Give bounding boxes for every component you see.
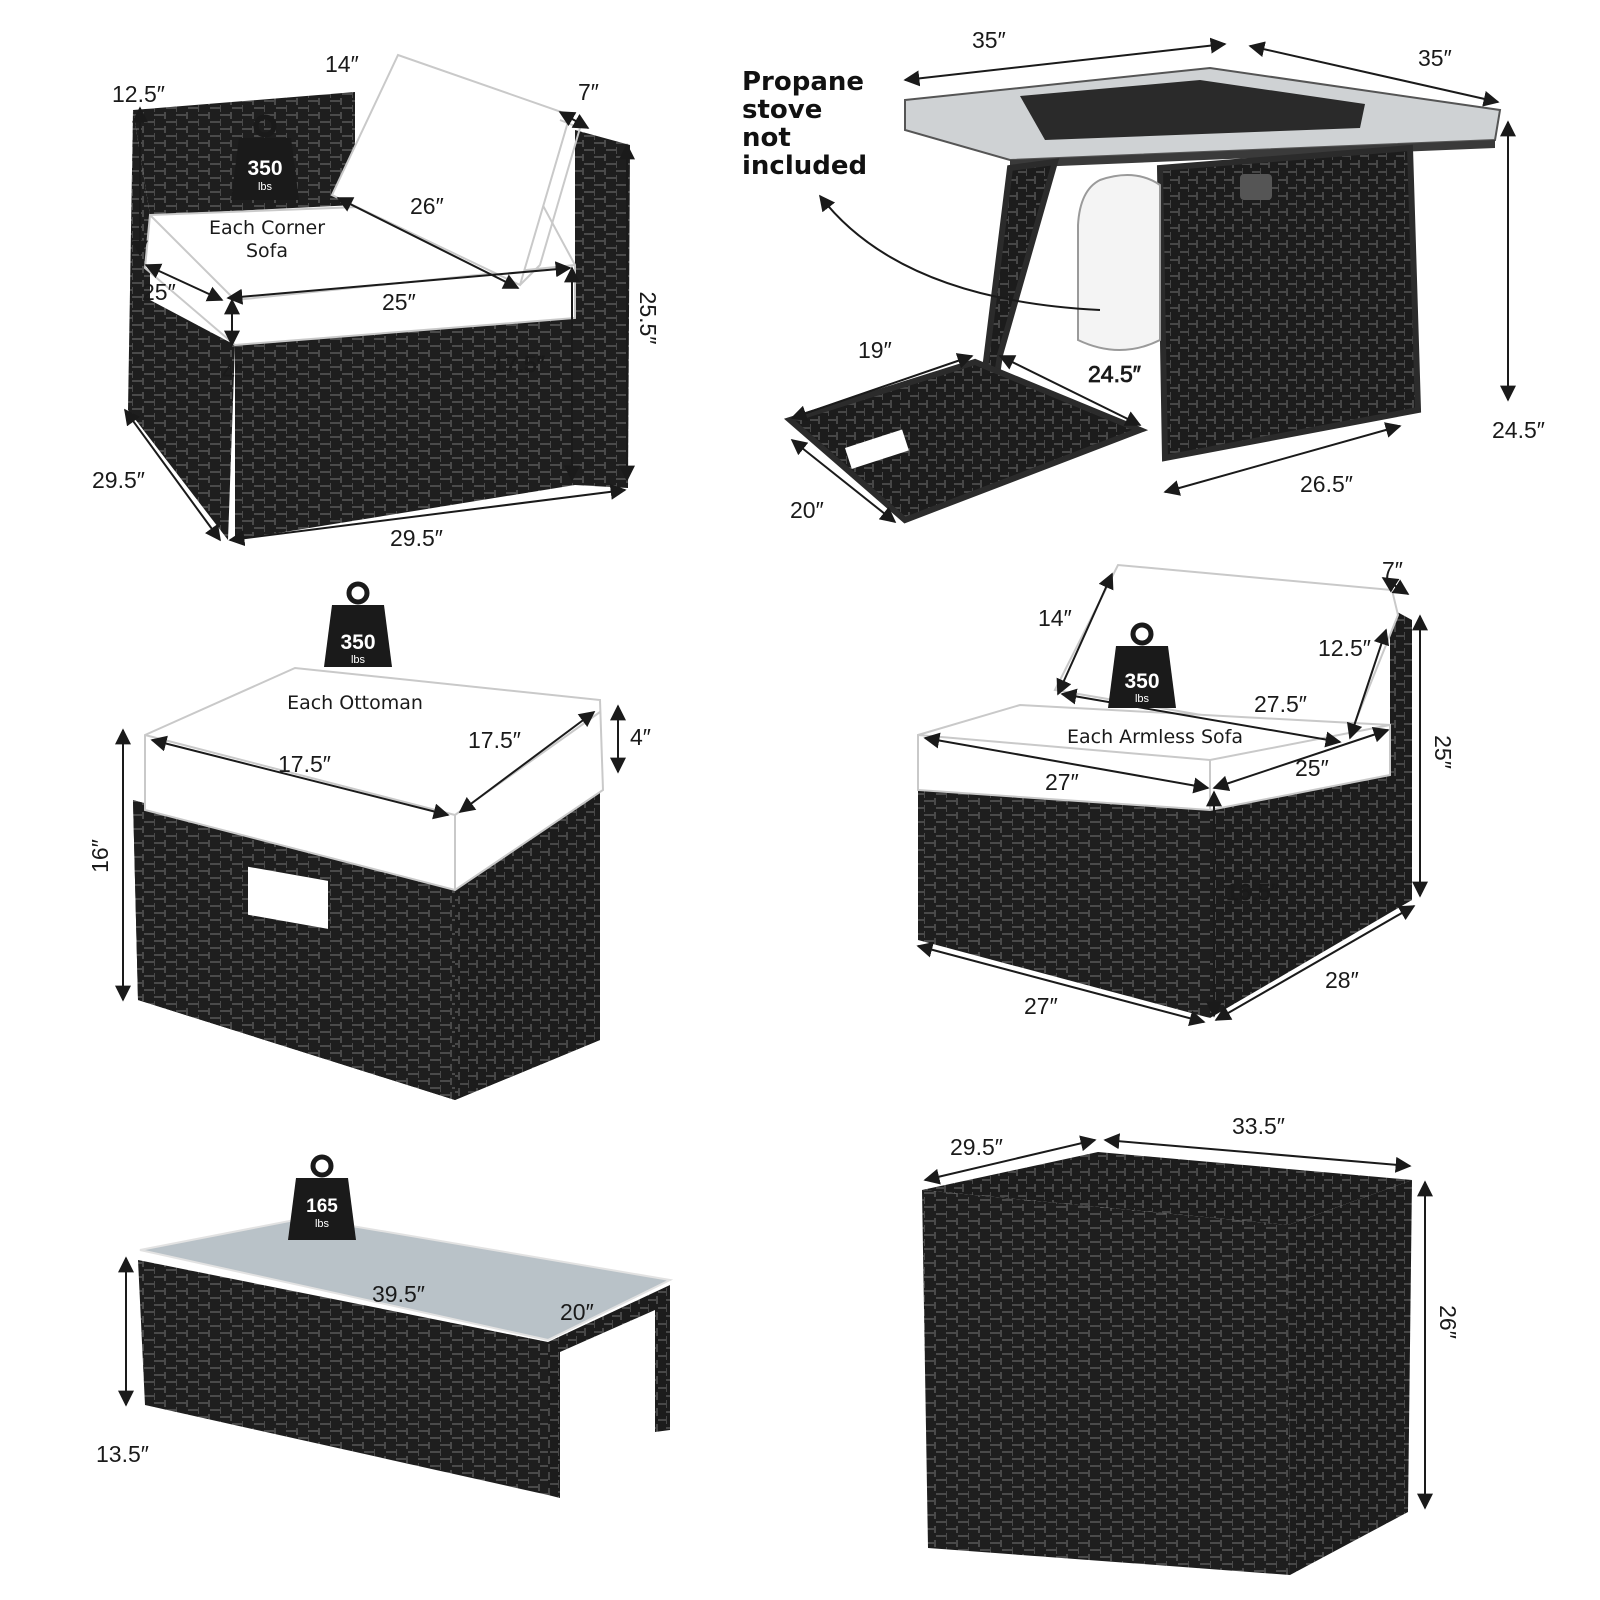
corner-sofa-dim-cushion: 4″ xyxy=(222,359,243,385)
storage-box-dimension-lines xyxy=(923,1133,1433,1510)
armless-sofa-weight-unit: lbs xyxy=(1135,693,1150,705)
fire-table-note-line4: included xyxy=(742,151,867,181)
ottoman-dim-height: 16″ xyxy=(87,839,113,873)
fire-table-dim-height: 24.5″ xyxy=(1492,417,1545,443)
armless-sofa-dim-seat-height: 16.5″ xyxy=(1226,879,1279,905)
ottoman-dim-cushion: 4″ xyxy=(630,724,651,750)
fire-table-illustration xyxy=(783,66,1502,524)
ottoman-dimension-lines xyxy=(115,704,626,1002)
armless-sofa-dim-back-depth: 7″ xyxy=(1382,557,1403,583)
ottoman-dim-depth: 17.5″ xyxy=(468,727,521,753)
corner-sofa-weight-unit: lbs xyxy=(258,181,273,193)
coffee-table-dim-height: 13.5″ xyxy=(96,1441,149,1467)
corner-sofa-dim-seat-height: 17.5″ xyxy=(492,351,545,377)
corner-sofa-dimension-lines xyxy=(124,106,635,547)
armless-sofa-dim-base-depth: 28″ xyxy=(1325,967,1359,993)
corner-sofa-dim-seat-depth: 25″ xyxy=(142,279,176,305)
corner-sofa-dim-base-depth: 29.5″ xyxy=(92,467,145,493)
armless-sofa-dim-base-width: 27″ xyxy=(1024,993,1058,1019)
storage-box-dim-depth: 29.5″ xyxy=(950,1134,1003,1160)
fire-table-note-line3: not xyxy=(742,123,791,153)
storage-box-dim-height: 26″ xyxy=(1435,1305,1461,1339)
corner-sofa-dim-back-length: 26″ xyxy=(410,193,444,219)
fire-table-note-line2: stove xyxy=(742,95,822,125)
armless-sofa-dim-back-width: 14″ xyxy=(1038,605,1072,631)
corner-sofa-dim-cushion-depth: 7″ xyxy=(578,79,599,105)
ottoman-weight-value: 350 xyxy=(340,631,375,654)
fire-table-dim-base-width: 26.5″ xyxy=(1300,471,1353,497)
corner-sofa-label-line1: Each Corner xyxy=(209,217,325,239)
corner-sofa-dim-back-width: 14″ xyxy=(325,51,359,77)
storage-box-dim-width: 33.5″ xyxy=(1232,1113,1285,1139)
armless-sofa-dim-back-thickness: 12.5″ xyxy=(1318,635,1371,661)
corner-sofa-dim-total-height: 25.5″ xyxy=(635,292,661,345)
ottoman-dim-width: 17.5″ xyxy=(278,751,331,777)
armless-sofa-dim-height: 25″ xyxy=(1430,735,1456,769)
corner-sofa-weight-value: 350 xyxy=(247,157,282,180)
fire-table-dim-door-width: 19″ xyxy=(858,337,892,363)
fire-table-dim-door-inner: 24.5″ xyxy=(1088,361,1141,387)
coffee-table-weight-unit: lbs xyxy=(315,1218,330,1230)
fire-table-dim-top-depth: 35″ xyxy=(1418,45,1452,71)
armless-sofa-dim-seat-width: 27″ xyxy=(1045,769,1079,795)
coffee-table-illustration xyxy=(138,1216,674,1498)
armless-sofa-weight-icon: 350 lbs xyxy=(1108,625,1176,708)
armless-sofa-label: Each Armless Sofa xyxy=(1067,726,1243,748)
fire-table-note-line1: Propane xyxy=(742,67,864,97)
ottoman-label: Each Ottoman xyxy=(287,692,423,714)
ottoman-weight-unit: lbs xyxy=(351,654,366,666)
armless-sofa-dimension-lines xyxy=(916,572,1428,1027)
corner-sofa-dim-back-thickness: 12.5″ xyxy=(112,81,165,107)
corner-sofa-weight-icon: 350 lbs xyxy=(231,117,299,200)
coffee-table-weight-icon: 165 lbs xyxy=(288,1157,356,1240)
corner-sofa-dim-base-width: 29.5″ xyxy=(390,525,443,551)
coffee-table-weight-value: 165 xyxy=(306,1196,338,1217)
corner-sofa-illustration xyxy=(128,53,630,540)
corner-sofa-label-line2: Sofa xyxy=(246,240,288,262)
fire-table-dimension-lines xyxy=(790,37,1516,523)
ottoman-illustration xyxy=(133,666,605,1100)
coffee-table-dim-length: 39.5″ xyxy=(372,1281,425,1307)
armless-sofa-dim-back-length: 27.5″ xyxy=(1254,691,1307,717)
corner-sofa-dim-seat-width: 25″ xyxy=(382,289,416,315)
armless-sofa-weight-value: 350 xyxy=(1124,670,1159,693)
armless-sofa-dim-seat-depth: 25″ xyxy=(1295,755,1329,781)
storage-box-illustration xyxy=(922,1152,1412,1575)
ottoman-weight-icon: 350 lbs xyxy=(324,584,392,667)
fire-table-dim-top-width: 35″ xyxy=(972,27,1006,53)
coffee-table-dim-width: 20″ xyxy=(560,1299,594,1325)
fire-table-dim-door-depth: 20″ xyxy=(790,497,824,523)
